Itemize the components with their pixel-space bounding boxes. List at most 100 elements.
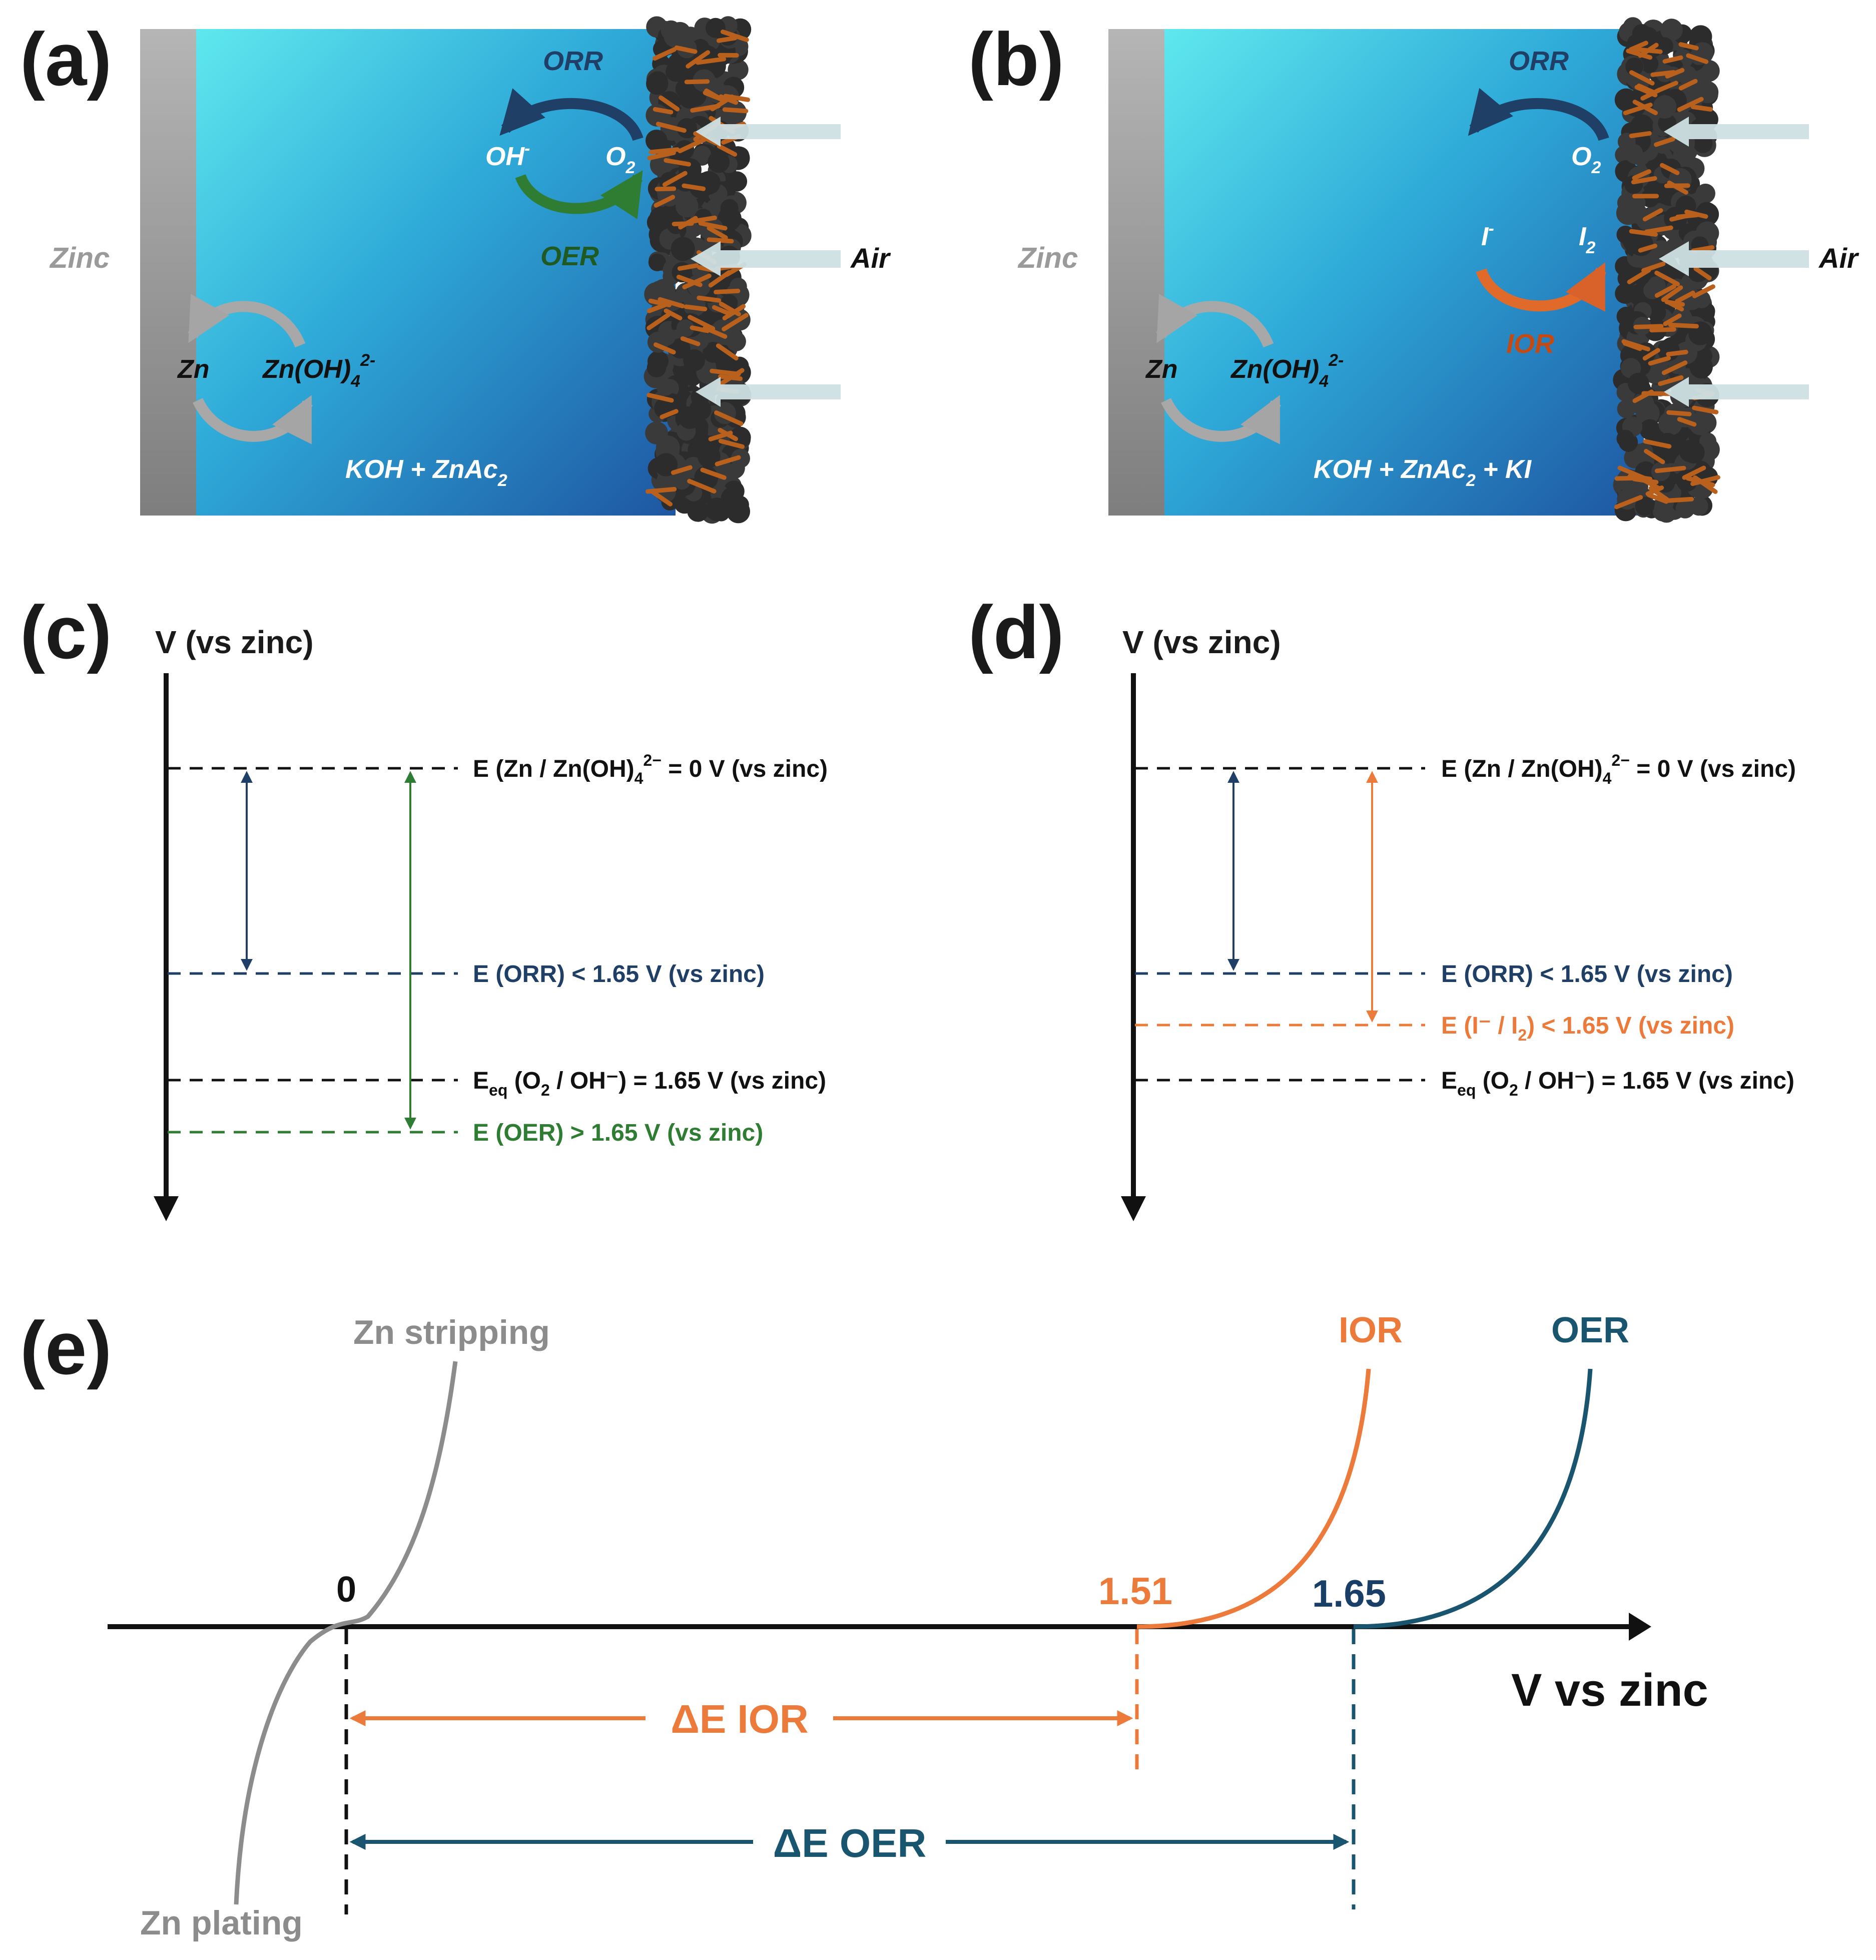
- ior-curve-label: IOR: [1339, 1310, 1403, 1350]
- catalyst-fiber: [1631, 176, 1657, 185]
- carbon-particle: [1657, 432, 1678, 453]
- catalyst-fiber: [1654, 270, 1680, 287]
- catalyst-fiber: [1633, 324, 1664, 329]
- catalyst-fiber: [690, 104, 721, 113]
- carbon-particle: [683, 349, 705, 371]
- catalyst-fiber: [654, 195, 676, 208]
- panel-label-d: (d): [968, 590, 1064, 674]
- catalyst-fiber: [1654, 465, 1686, 473]
- catalyst-fiber: [698, 221, 728, 231]
- catalyst-fiber: [712, 305, 732, 316]
- panel-label-c: (c): [20, 590, 112, 674]
- carbon-particle: [1653, 95, 1677, 119]
- zn-stripping-label: Zn stripping: [353, 1313, 550, 1351]
- eq-level-label-c: Eeq (O2 / OH⁻) = 1.65 V (vs zinc): [473, 1068, 826, 1099]
- iodine-label-b: I2: [1579, 222, 1595, 257]
- catalyst-fiber: [647, 150, 676, 161]
- carbon-particle: [671, 237, 695, 261]
- catalyst-fiber: [1654, 284, 1676, 298]
- carbon-particle: [1616, 429, 1634, 447]
- oer-label-a: OER: [540, 241, 599, 271]
- catalyst-fiber: [1693, 266, 1712, 280]
- catalyst-fiber: [1648, 486, 1670, 502]
- tick-0: 0: [336, 1570, 356, 1610]
- catalyst-fiber: [719, 94, 739, 105]
- carbon-particle: [1695, 183, 1715, 204]
- catalyst-fiber: [707, 237, 734, 244]
- electrolyte-a: [195, 29, 676, 516]
- ior-level-label-d: E (I⁻ / I2) < 1.65 V (vs zinc): [1441, 1013, 1734, 1044]
- catalyst-fiber: [1646, 493, 1669, 504]
- catalyst-fiber: [1668, 322, 1699, 329]
- catalyst-fiber: [717, 144, 738, 157]
- oer-level-label-c: E (OER) > 1.65 V (vs zinc): [473, 1120, 763, 1146]
- catalyst-fiber: [1661, 360, 1688, 375]
- catalyst-fiber: [1638, 476, 1662, 491]
- catalyst-fiber: [1682, 465, 1706, 480]
- carbon-particle: [693, 146, 712, 164]
- carbon-particle: [728, 59, 749, 80]
- catalyst-fiber: [1658, 375, 1684, 386]
- orr-arrow-b: [1468, 88, 1609, 141]
- carbon-particle: [708, 151, 730, 173]
- catalyst-fiber: [1632, 389, 1654, 403]
- zn-cycle-bottom-a: [193, 395, 313, 444]
- catalyst-fiber: [1629, 229, 1658, 237]
- catalyst-fiber: [1678, 79, 1698, 91]
- voltage-axis-label: V vs zinc: [1511, 1665, 1708, 1716]
- catalyst-fiber: [710, 368, 741, 376]
- catalyst-fiber: [1650, 70, 1676, 77]
- catalyst-fiber: [1636, 83, 1656, 95]
- panel-label-a: (a): [20, 17, 112, 101]
- catalyst-fiber: [716, 36, 738, 43]
- catalyst-fiber: [1629, 131, 1652, 138]
- catalyst-fiber: [715, 455, 741, 466]
- catalyst-fiber: [722, 304, 746, 321]
- catalyst-fiber: [714, 288, 741, 294]
- catalyst-fiber: [682, 273, 712, 289]
- catalyst-fiber: [682, 183, 706, 191]
- carbon-particle: [676, 319, 695, 337]
- catalyst-fiber: [704, 88, 722, 101]
- carbon-particle: [656, 470, 678, 492]
- carbon-particle: [1647, 303, 1666, 322]
- catalyst-fiber: [1690, 475, 1720, 486]
- carbon-particle: [713, 504, 730, 522]
- carbon-particle: [706, 18, 726, 38]
- catalyst-fiber: [1629, 70, 1655, 86]
- catalyst-fiber: [671, 465, 693, 475]
- air-cathode-a: [644, 16, 752, 524]
- catalyst-fiber: [1614, 495, 1643, 510]
- zn-cycle-top-b: [1156, 294, 1274, 348]
- catalyst-fiber: [1643, 439, 1672, 449]
- carbon-particle: [1635, 497, 1654, 516]
- catalyst-fiber: [718, 427, 738, 441]
- catalyst-fiber: [1677, 97, 1704, 112]
- zinc-label-b: Zinc: [1017, 242, 1078, 274]
- oer-curve: [1353, 1368, 1593, 1629]
- catalyst-fiber: [1692, 284, 1715, 298]
- catalyst-fiber: [1644, 225, 1673, 234]
- delta-oer-label: ΔE OER: [773, 1821, 926, 1865]
- carbon-particle: [654, 453, 678, 476]
- carbon-particle: [720, 199, 739, 217]
- oer-arrow-a: [515, 170, 643, 220]
- orr-level-label-c: E (ORR) < 1.65 V (vs zinc): [473, 961, 765, 988]
- catalyst-fiber: [664, 158, 691, 167]
- axis-label-c: V (vs zinc): [155, 624, 314, 660]
- voltage-axis-arrowhead: [1629, 1613, 1651, 1641]
- carbon-particle: [1616, 201, 1640, 225]
- catalyst-fiber: [662, 171, 688, 187]
- iodide-label-b: I-: [1481, 219, 1494, 251]
- catalyst-fiber: [1664, 299, 1684, 312]
- orr-level-label-d: E (ORR) < 1.65 V (vs zinc): [1441, 961, 1733, 988]
- catalyst-fiber: [660, 409, 679, 419]
- catalyst-fiber: [1654, 81, 1678, 94]
- catalyst-fiber: [647, 392, 674, 403]
- catalyst-fiber: [708, 270, 732, 288]
- catalyst-fiber: [697, 295, 722, 303]
- catalyst-fiber: [1678, 42, 1699, 51]
- catalyst-fiber: [686, 50, 711, 69]
- carbon-particle: [648, 350, 669, 372]
